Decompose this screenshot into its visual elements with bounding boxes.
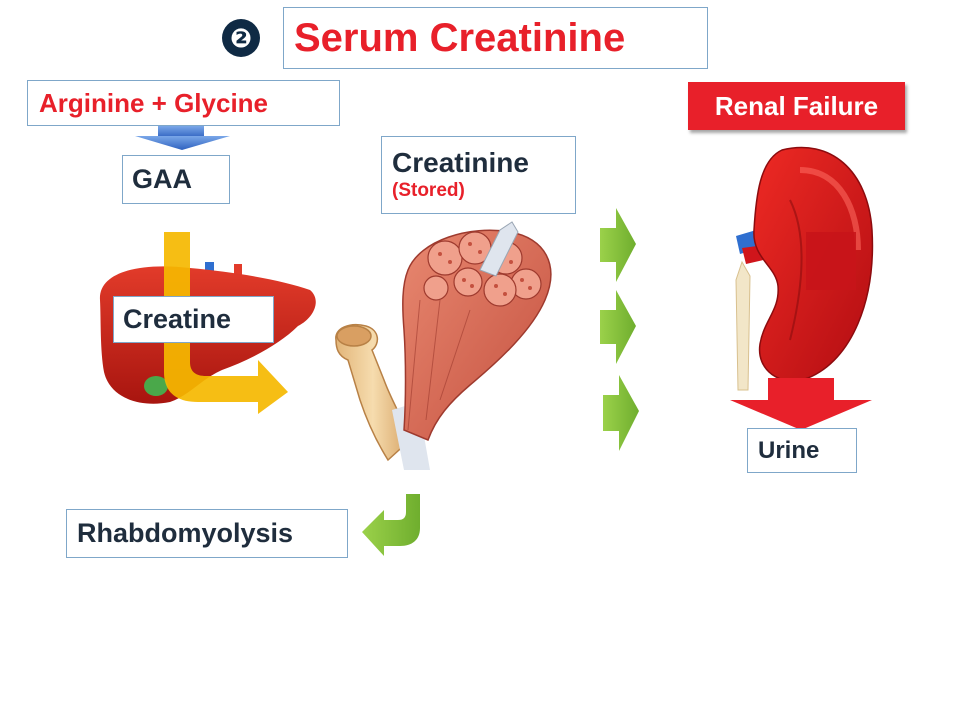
creatinine-note: (Stored): [392, 180, 465, 201]
turn-arrow-icon: [362, 494, 420, 556]
renal-failure-label: Renal Failure: [714, 90, 879, 121]
page-title: Serum Creatinine: [283, 7, 708, 69]
kidney-icon: [735, 146, 874, 391]
creatine-label: Creatine: [123, 304, 232, 334]
title-text: Serum Creatinine: [294, 15, 626, 60]
precursor-label: Arginine + Glycine: [39, 87, 269, 118]
gaa-label: GAA: [132, 164, 192, 194]
creatinine-label: Creatinine: [392, 147, 529, 178]
muscle-icon: [335, 221, 552, 470]
green-arrow-icon: [603, 375, 639, 451]
rhabdomyolysis-label: Rhabdomyolysis: [77, 518, 294, 548]
step-number-badge: ❷: [222, 19, 260, 57]
green-arrow-icon: [600, 208, 636, 282]
urine-box: Urine: [747, 428, 857, 473]
urine-label: Urine: [758, 436, 820, 464]
renal-failure-badge: Renal Failure: [688, 82, 905, 130]
down-arrow-icon: [730, 378, 872, 430]
precursor-box: Arginine + Glycine: [27, 80, 340, 126]
creatinine-box: Creatinine (Stored): [381, 136, 576, 214]
down-arrow-icon: [135, 126, 230, 150]
green-arrow-icon: [600, 290, 636, 364]
gaa-box: GAA: [122, 155, 230, 204]
rhabdomyolysis-box: Rhabdomyolysis: [66, 509, 348, 558]
creatine-box: Creatine: [113, 296, 274, 343]
